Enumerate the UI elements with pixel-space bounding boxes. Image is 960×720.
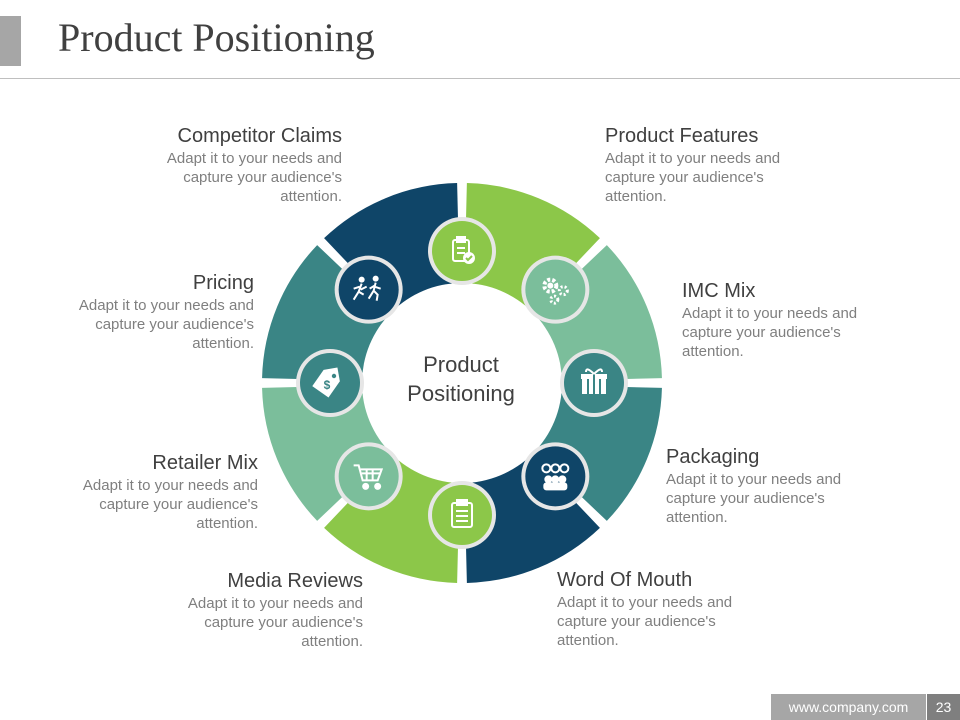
footer-page-number: 23 (927, 694, 960, 720)
item-title: Word Of Mouth (557, 569, 693, 591)
item-imc-mix: IMC Mix Adapt it to your needs and captu… (682, 279, 882, 361)
item-media-reviews: Media Reviews Adapt it to your needs and… (163, 569, 363, 651)
ring-segment-imc-mix (532, 245, 662, 381)
ring-segment-media-reviews (324, 453, 460, 583)
item-retailer-mix: Retailer Mix Adapt it to your needs and … (58, 451, 258, 533)
center-label-line2: Positioning (407, 381, 515, 406)
runners-icon (334, 255, 403, 324)
clipboard-check-icon (428, 217, 496, 285)
item-description: Adapt it to your needs and capture your … (78, 297, 254, 352)
item-description: Adapt it to your needs and capture your … (166, 150, 342, 205)
item-description: Adapt it to your needs and capture your … (82, 477, 258, 532)
gift-box-icon (560, 349, 628, 417)
price-tag-icon: $ (296, 349, 364, 417)
item-title: Packaging (666, 446, 760, 468)
ring-segment-word-of-mouth (464, 453, 600, 583)
ring-segment-packaging (532, 385, 662, 521)
item-description: Adapt it to your needs and capture your … (557, 594, 733, 649)
footer-website: www.company.com (771, 694, 926, 720)
item-product-features: Product Features Adapt it to your needs … (605, 124, 805, 206)
item-word-of-mouth: Word Of Mouth Adapt it to your needs and… (557, 568, 757, 650)
center-label-line1: Product (423, 352, 499, 377)
ring-segment-retailer-mix (262, 385, 392, 521)
title-accent-bar (0, 16, 21, 66)
ring-segment-product-features (464, 183, 600, 313)
item-title: Pricing (192, 272, 254, 294)
center-hub (362, 283, 562, 483)
item-description: Adapt it to your needs and capture your … (682, 305, 858, 360)
title-divider (0, 78, 960, 79)
slide-title: Product Positioning (58, 15, 375, 60)
item-description: Adapt it to your needs and capture your … (187, 595, 363, 650)
item-description: Adapt it to your needs and capture your … (605, 150, 781, 205)
item-title: Media Reviews (227, 570, 363, 592)
center-label: Product Positioning (380, 350, 542, 408)
item-title: Product Features (605, 125, 759, 147)
ring-segment-pricing (262, 245, 392, 381)
item-pricing: Pricing Adapt it to your needs and captu… (54, 271, 254, 353)
shopping-cart-icon (334, 442, 403, 511)
item-competitor-claims: Competitor Claims Adapt it to your needs… (142, 124, 342, 206)
item-title: IMC Mix (682, 280, 756, 302)
item-title: Retailer Mix (152, 452, 258, 474)
svg-text:$: $ (324, 378, 331, 392)
item-description: Adapt it to your needs and capture your … (666, 471, 842, 526)
clipboard-list-icon (428, 481, 496, 549)
item-packaging: Packaging Adapt it to your needs and cap… (666, 445, 866, 527)
item-title: Competitor Claims (177, 125, 342, 147)
people-talking-icon (521, 442, 590, 511)
gears-icon (521, 255, 590, 324)
ring-segment-competitor-claims (324, 183, 460, 313)
